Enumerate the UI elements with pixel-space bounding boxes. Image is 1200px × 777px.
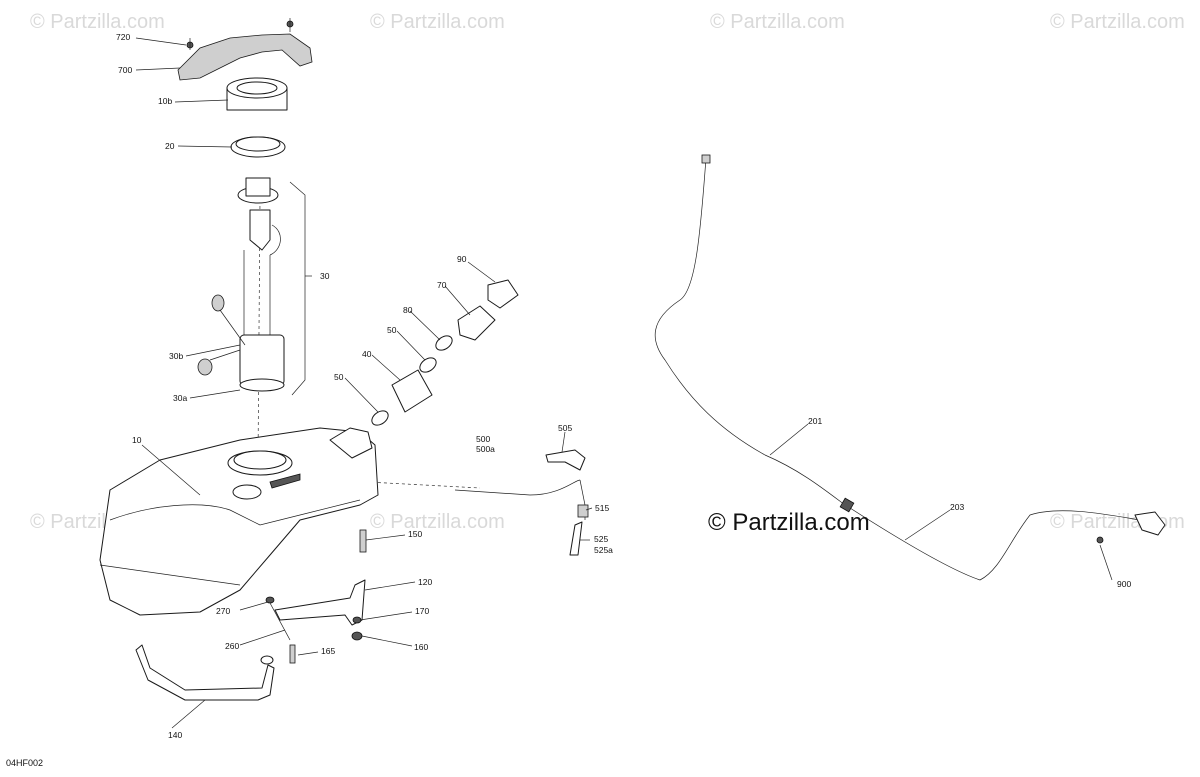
callout-260: 260 xyxy=(225,641,239,651)
bracket-700 xyxy=(177,18,313,81)
callout-90: 90 xyxy=(457,254,467,264)
callout-10b: 10b xyxy=(158,96,172,106)
fuel-line-203 xyxy=(849,507,1166,581)
fuel-pump-30 xyxy=(197,177,306,396)
callout-515: 515 xyxy=(595,503,609,513)
callout-505: 505 xyxy=(558,423,572,433)
callout-labels: 720 700 10b 20 30 30b 30a 10 90 70 80 50… xyxy=(116,32,1131,740)
callout-170: 170 xyxy=(415,606,429,616)
callout-525a: 525a xyxy=(594,545,613,555)
watermark-text: © Partzilla.com xyxy=(370,511,505,533)
callout-120: 120 xyxy=(418,577,432,587)
callout-150: 150 xyxy=(408,529,422,539)
leader-lines xyxy=(135,37,1113,729)
callout-270: 270 xyxy=(216,606,230,616)
callout-20: 20 xyxy=(165,141,175,151)
callout-30a: 30a xyxy=(173,393,187,403)
callout-30: 30 xyxy=(320,271,330,281)
filler-neck-parts xyxy=(371,279,519,426)
ring-nut-10b xyxy=(226,77,288,111)
callout-80: 80 xyxy=(403,305,413,315)
callout-140: 140 xyxy=(168,730,182,740)
callout-700: 700 xyxy=(118,65,132,75)
callout-160: 160 xyxy=(414,642,428,652)
callout-30b: 30b xyxy=(169,351,183,361)
watermark-text: © Partzilla.com xyxy=(1050,511,1185,533)
watermark-layer: © Partzilla.com © Partzilla.com © Partzi… xyxy=(30,11,1185,533)
diagram-code: 04HF002 xyxy=(6,758,43,768)
partzilla-watermark: © Partzilla.com xyxy=(708,509,870,536)
strap-hardware xyxy=(260,529,367,665)
callout-50-upper: 50 xyxy=(387,325,397,335)
callout-50-lower: 50 xyxy=(334,372,344,382)
callout-10: 10 xyxy=(132,435,142,445)
lower-strap-140 xyxy=(135,644,275,701)
callout-201: 201 xyxy=(808,416,822,426)
callout-720: 720 xyxy=(116,32,130,42)
callout-525: 525 xyxy=(594,534,608,544)
fuel-tank-10 xyxy=(99,427,379,616)
callout-40: 40 xyxy=(362,349,372,359)
watermark-text: © Partzilla.com xyxy=(370,11,505,33)
callout-70: 70 xyxy=(437,280,447,290)
callout-900: 900 xyxy=(1117,579,1131,589)
callout-165: 165 xyxy=(321,646,335,656)
gasket-20 xyxy=(230,136,286,158)
vent-line-500 xyxy=(454,449,589,556)
watermark-text: © Partzilla.com xyxy=(710,11,845,33)
callout-500: 500 xyxy=(476,434,490,444)
watermark-text: © Partzilla.com xyxy=(30,11,165,33)
callout-500a: 500a xyxy=(476,444,495,454)
fuel-line-201 xyxy=(654,154,855,513)
callout-203: 203 xyxy=(950,502,964,512)
watermark-text: © Partzilla.com xyxy=(1050,11,1185,33)
